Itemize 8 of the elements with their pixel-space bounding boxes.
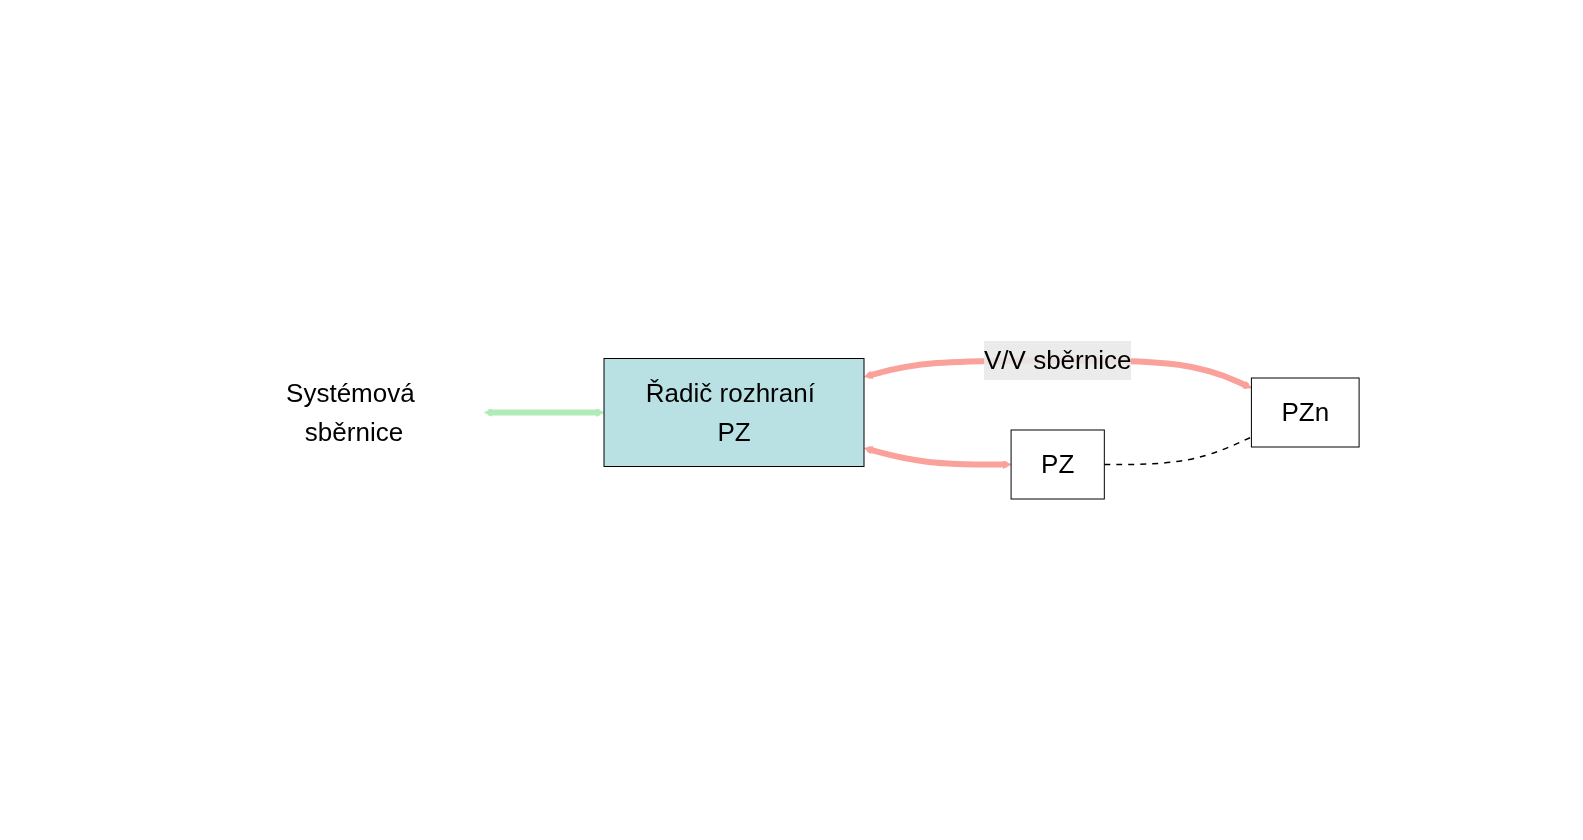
node-box: PZ — [1010, 429, 1105, 500]
connector — [1103, 436, 1253, 466]
arrow — [483, 408, 605, 417]
arrow — [863, 446, 1012, 469]
node-text: Systémová sběrnice — [286, 377, 415, 447]
edge-label: V/V sběrnice — [983, 345, 1132, 375]
node-box: PZn — [1250, 377, 1360, 448]
node-box: Řadič rozhraní PZ — [603, 358, 865, 467]
